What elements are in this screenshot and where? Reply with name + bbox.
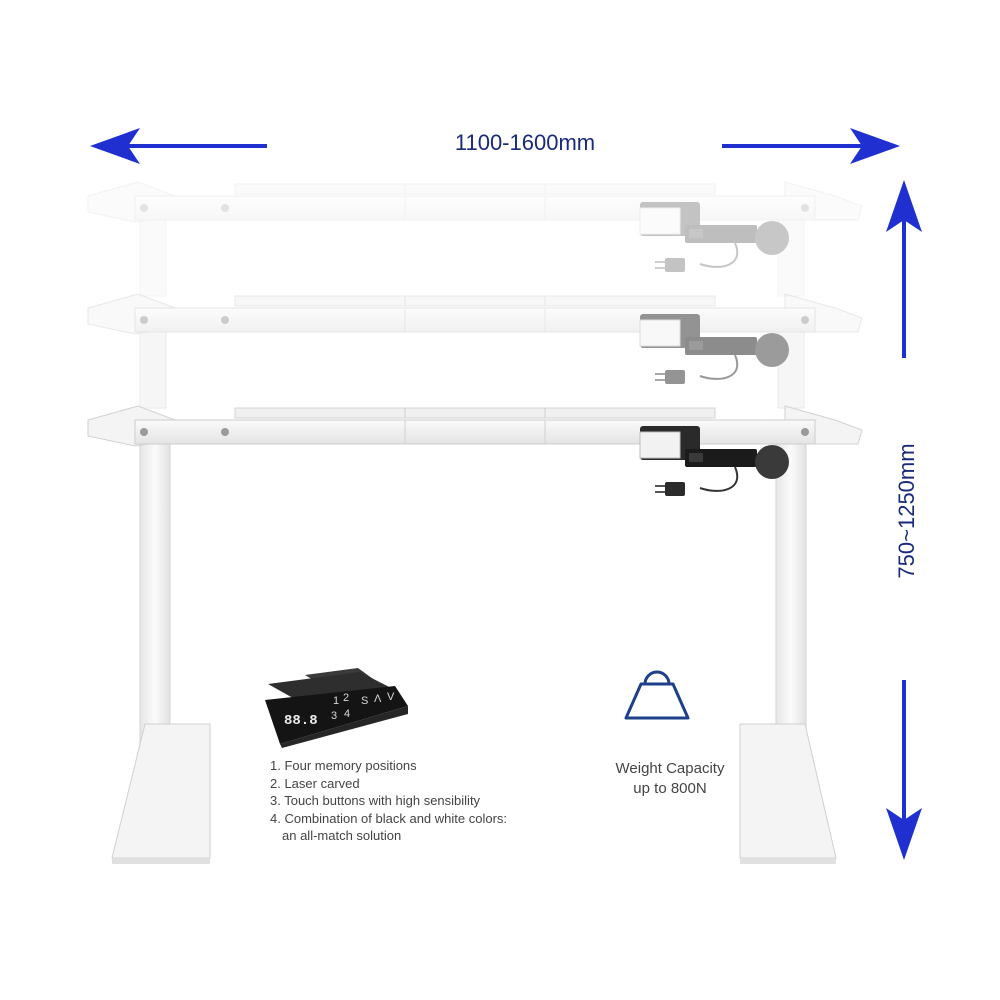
controller-display: 88.8	[284, 713, 318, 729]
weight-capacity-value: up to 800N	[633, 780, 707, 797]
height-range-label: 750~1250mm	[894, 443, 919, 579]
memory-button-3: 3	[331, 710, 337, 722]
weight-icon	[624, 670, 690, 720]
weight-capacity-title: Weight Capacity	[615, 760, 725, 777]
feature-item: 2. Laser carved	[270, 775, 360, 791]
desk-frame-middle	[87, 293, 863, 409]
controller-closeup: 88.8 1 2 3 4 S Λ V	[265, 668, 408, 748]
up-symbol: Λ	[374, 693, 382, 705]
memory-button-2: 2	[343, 692, 349, 704]
feature-item: 1. Four memory positions	[270, 758, 417, 773]
weight-capacity: Weight Capacity up to 800N	[590, 759, 750, 799]
feature-item: 3. Touch buttons with high sensibility	[270, 793, 481, 808]
height-arrow-up	[886, 180, 922, 358]
memory-button-4: 4	[344, 708, 350, 720]
save-symbol: S	[361, 695, 368, 707]
desk-frame-lowest	[87, 405, 863, 864]
height-arrow-down	[886, 680, 922, 860]
width-range-label: 1100-1600mm	[454, 130, 596, 155]
feature-list: 1. Four memory positions 2. Laser carved…	[270, 757, 570, 845]
desk-frame-highest	[87, 181, 863, 297]
width-arrow-right	[722, 128, 900, 164]
down-symbol: V	[387, 691, 395, 703]
width-arrow-left	[90, 128, 267, 164]
memory-button-1: 1	[333, 695, 339, 707]
feature-item-continuation: an all-match solution	[282, 828, 402, 843]
feature-item: 4. Combination of black and white colors…	[270, 810, 508, 826]
